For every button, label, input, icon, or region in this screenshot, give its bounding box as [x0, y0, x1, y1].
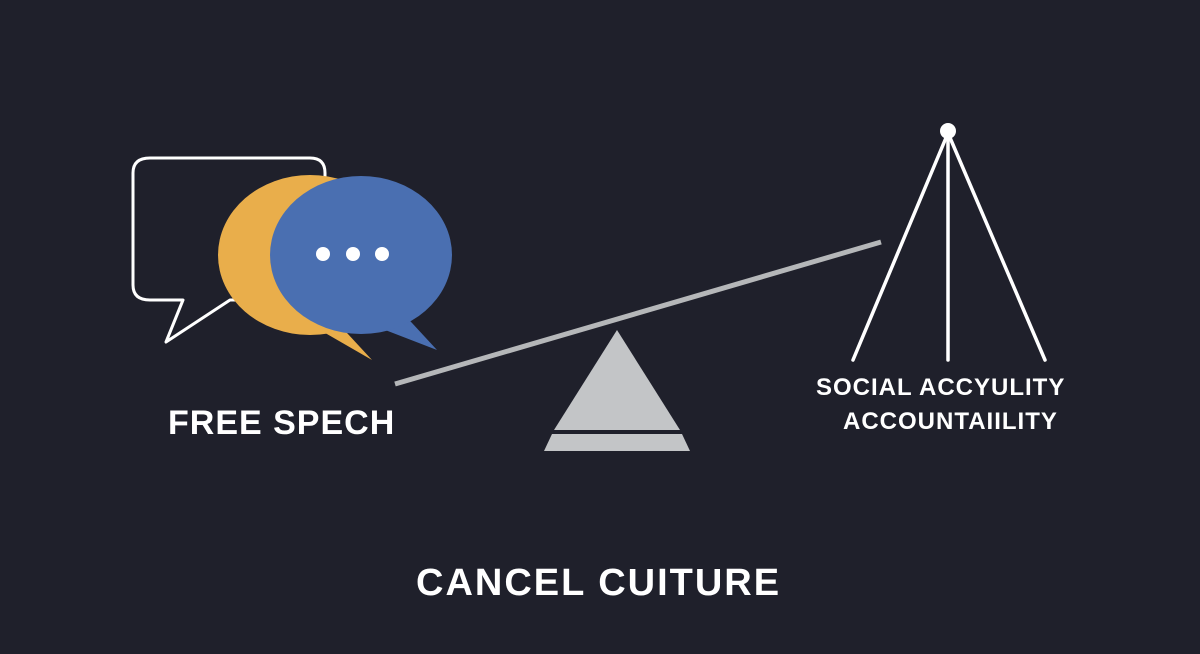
blue-speech-bubble-icon [270, 176, 452, 350]
outline-speech-bubble-icon [131, 156, 327, 344]
tripod-icon [851, 123, 1047, 362]
social-accountability-label-line1: SOCIAL ACCYULITY [816, 374, 1066, 401]
cancel-culture-title: CANCEL CUITURE [416, 562, 782, 604]
social-accountability-label-line2: ACCOUNTAIILITY [843, 408, 1058, 435]
free-speech-label: FREE SPECH [168, 404, 396, 442]
seesaw-icon [394, 239, 882, 451]
dot-icon [346, 247, 360, 261]
dot-icon [316, 247, 330, 261]
dot-icon [375, 247, 389, 261]
